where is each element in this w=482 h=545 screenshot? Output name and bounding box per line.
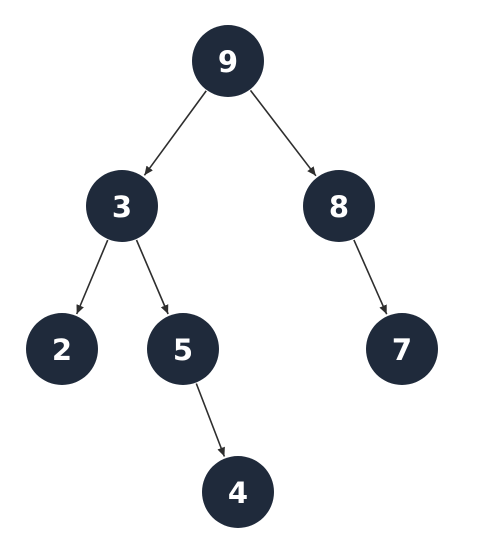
tree-node-3: 3 bbox=[86, 170, 158, 242]
tree-node-7: 7 bbox=[366, 313, 438, 385]
node-circle bbox=[202, 456, 274, 528]
edge-9-to-3 bbox=[143, 90, 207, 176]
tree-node-5: 5 bbox=[147, 313, 219, 385]
tree-nodes: 9 3 8 2 5 7 4 bbox=[26, 25, 438, 528]
node-label: 9 bbox=[218, 45, 238, 79]
node-circle bbox=[192, 25, 264, 97]
tree-node-4: 4 bbox=[202, 456, 274, 528]
edge-9-to-8 bbox=[249, 89, 317, 177]
tree-node-2: 2 bbox=[26, 313, 98, 385]
node-circle bbox=[147, 313, 219, 385]
tree-node-8: 8 bbox=[303, 170, 375, 242]
node-label: 3 bbox=[112, 190, 132, 224]
node-label: 7 bbox=[392, 333, 412, 367]
node-circle bbox=[366, 313, 438, 385]
node-label: 4 bbox=[228, 476, 248, 510]
tree-node-9: 9 bbox=[192, 25, 264, 97]
node-label: 2 bbox=[52, 333, 72, 367]
node-circle bbox=[26, 313, 98, 385]
node-circle bbox=[303, 170, 375, 242]
edge-8-to-7 bbox=[353, 239, 388, 315]
edge-3-to-2 bbox=[75, 239, 109, 315]
edge-5-to-4 bbox=[195, 383, 226, 457]
node-label: 8 bbox=[329, 190, 349, 224]
node-label: 5 bbox=[173, 333, 193, 367]
tree-edges bbox=[75, 89, 388, 457]
node-circle bbox=[86, 170, 158, 242]
edge-3-to-5 bbox=[135, 239, 169, 315]
